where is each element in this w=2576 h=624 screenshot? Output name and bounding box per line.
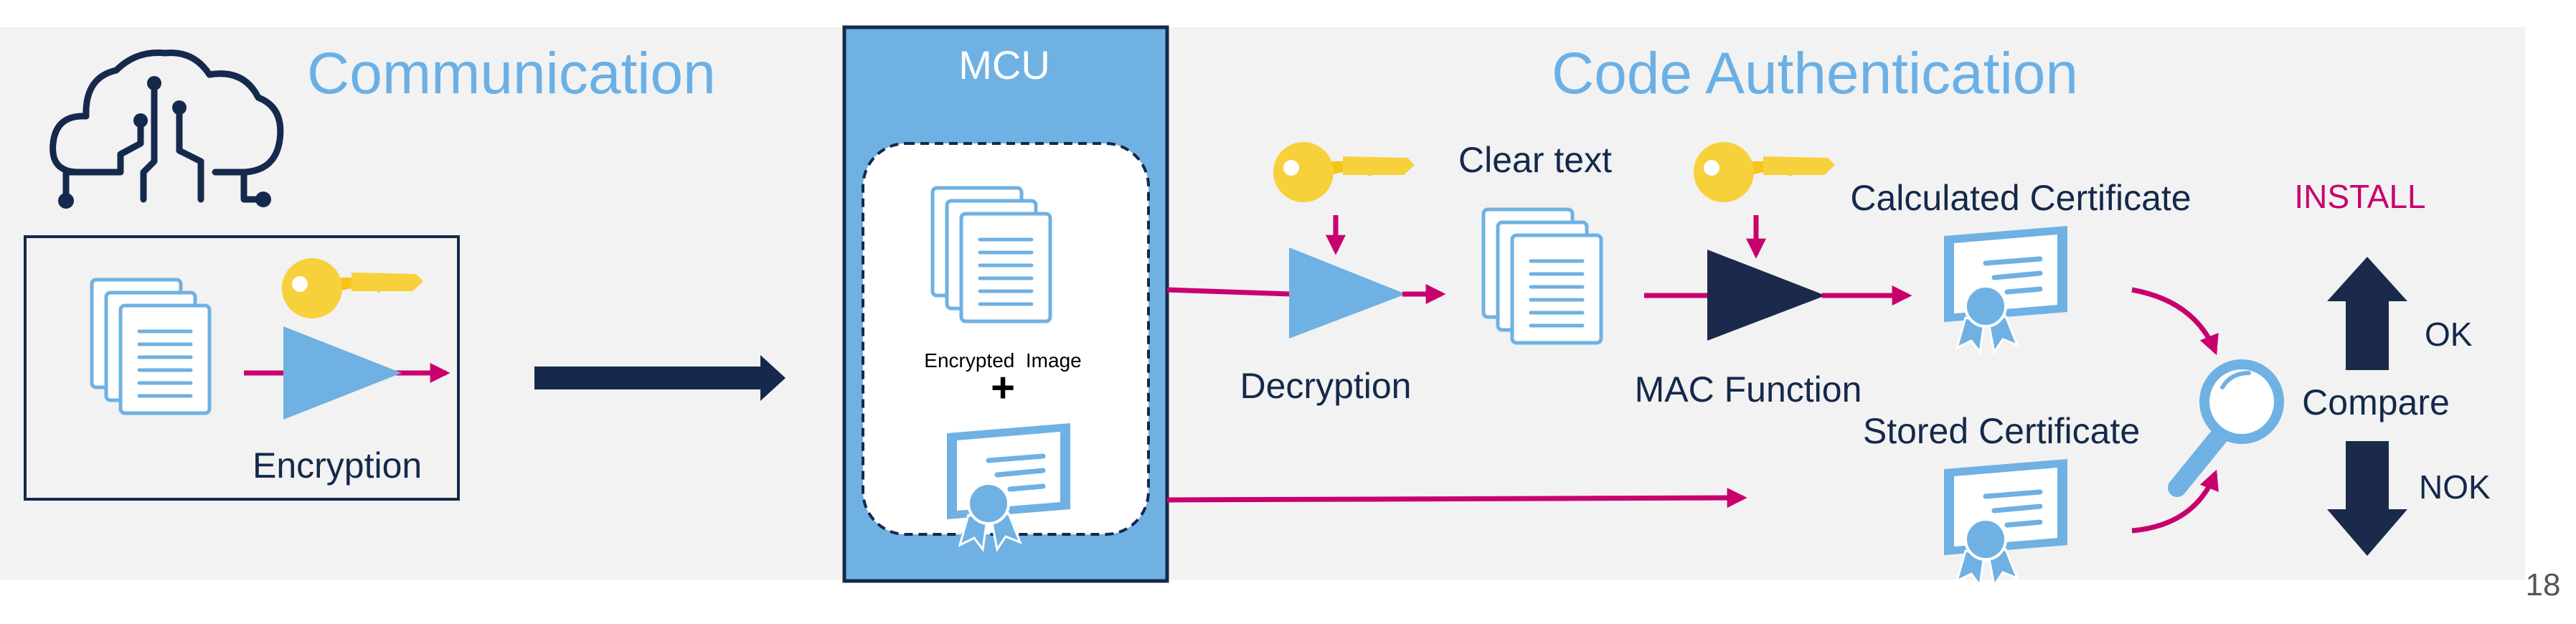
encryption-box [24, 235, 460, 501]
calculated-certificate-label: Calculated Certificate [1850, 178, 2191, 218]
ok-label: OK [2425, 316, 2473, 353]
encryption-label: Encryption [253, 445, 422, 486]
mac-label: MAC Function [1635, 369, 1862, 410]
stored-certificate-label: Stored Certificate [1863, 411, 2140, 451]
stored-cert-line [1166, 488, 1747, 509]
triangle-function-icon [283, 326, 402, 420]
arrow-down-icon [2327, 441, 2407, 556]
mcu-title: MCU [958, 42, 1050, 88]
plus-sign: + [991, 364, 1015, 411]
background-band [0, 27, 2525, 580]
nok-label: NOK [2419, 468, 2491, 506]
install-label: INSTALL [2294, 178, 2425, 215]
decryption-triangle-icon [1289, 247, 1406, 339]
mcu-to-decryption-line [1166, 287, 1292, 297]
documents-icon [933, 188, 1050, 321]
mac-triangle-icon [1707, 250, 1826, 341]
documents-icon [1483, 209, 1601, 343]
encrypted-image-label: Encrypted Image [924, 349, 1081, 372]
calc-to-compare-arrow [2131, 287, 2219, 356]
clear-text-label: Clear text [1458, 140, 1612, 180]
decryption-label: Decryption [1240, 366, 1412, 406]
compare-label: Compare [2302, 382, 2450, 422]
arrow-right-icon [534, 355, 785, 401]
cloud-circuit-nodes [58, 76, 271, 209]
code-auth-title: Code Authentication [1552, 41, 2078, 106]
page-number: 18 [2526, 567, 2561, 602]
stored-to-compare-arrow [2131, 469, 2219, 534]
documents-icon [92, 280, 209, 413]
magnifier-icon [2168, 359, 2284, 497]
arrow-up-icon [2327, 257, 2407, 370]
communication-title: Communication [307, 41, 716, 106]
